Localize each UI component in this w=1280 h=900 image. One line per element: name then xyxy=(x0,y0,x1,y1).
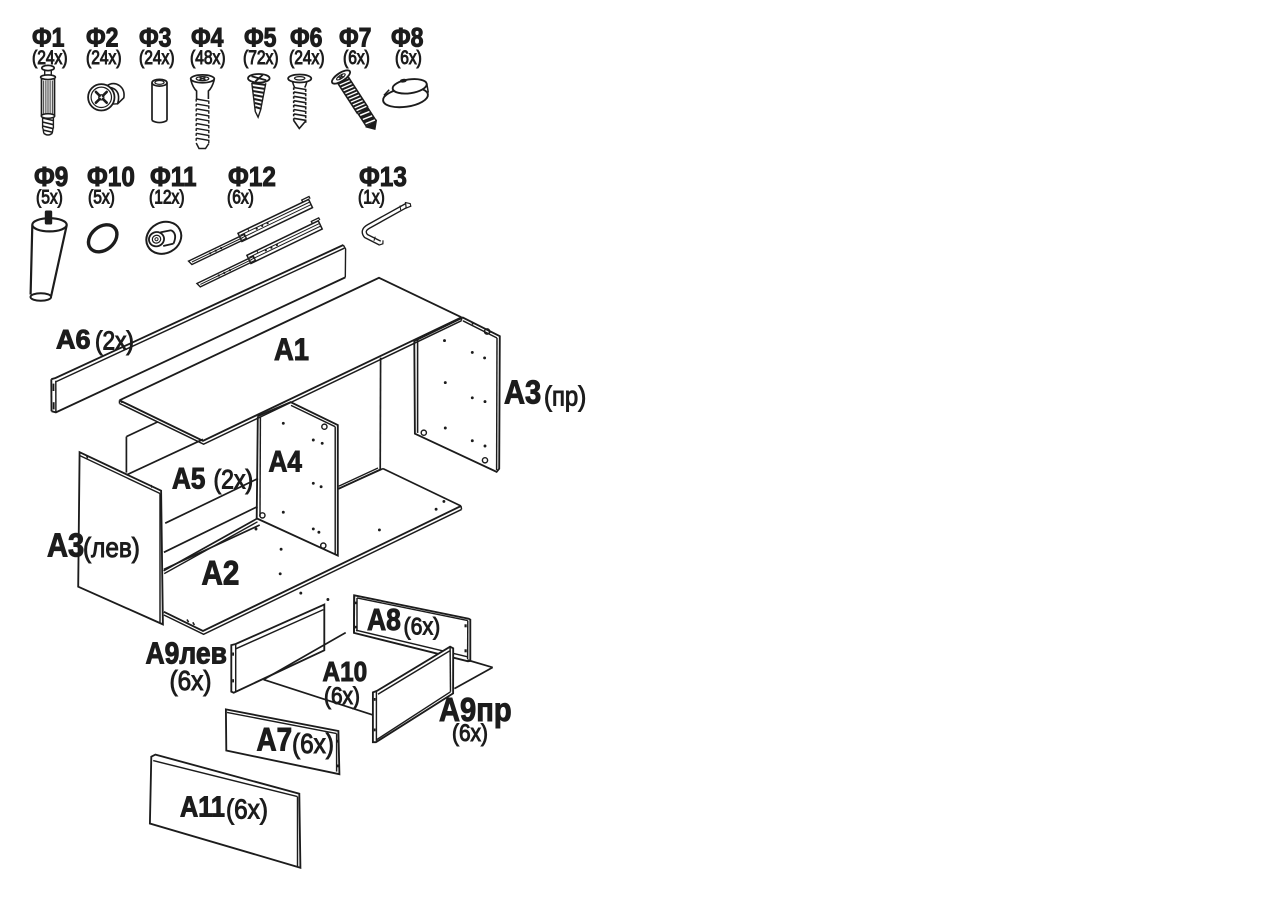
svg-text:(6x): (6x) xyxy=(226,793,268,825)
svg-text:A8: A8 xyxy=(367,604,401,638)
svg-text:Ф3: Ф3 xyxy=(139,24,171,53)
svg-text:(6x): (6x) xyxy=(170,664,212,696)
svg-text:(6x): (6x) xyxy=(343,46,370,68)
svg-text:A10: A10 xyxy=(323,655,368,687)
svg-text:Ф1: Ф1 xyxy=(32,24,65,53)
svg-text:Ф10: Ф10 xyxy=(87,160,135,192)
svg-text:(24x): (24x) xyxy=(86,46,122,68)
svg-text:Ф6: Ф6 xyxy=(290,24,322,53)
svg-text:A3: A3 xyxy=(504,374,541,411)
svg-text:(1x): (1x) xyxy=(358,186,385,208)
svg-text:A1: A1 xyxy=(274,332,309,367)
svg-text:(2x): (2x) xyxy=(95,327,134,356)
svg-text:А9лев: А9лев xyxy=(146,637,227,671)
svg-text:(6x): (6x) xyxy=(227,186,254,208)
svg-text:A3: A3 xyxy=(47,527,84,564)
svg-text:A11: A11 xyxy=(180,790,225,823)
svg-text:A4: A4 xyxy=(269,445,303,478)
svg-text:A5: A5 xyxy=(172,462,205,495)
svg-text:A2: A2 xyxy=(202,554,240,592)
svg-text:(6x): (6x) xyxy=(404,612,441,640)
svg-text:(6x): (6x) xyxy=(452,720,488,747)
svg-text:Ф8: Ф8 xyxy=(391,24,424,53)
svg-text:(6x): (6x) xyxy=(395,46,422,68)
svg-text:(6x): (6x) xyxy=(324,683,360,710)
svg-text:Ф9: Ф9 xyxy=(34,160,68,192)
svg-text:(24x): (24x) xyxy=(32,46,68,68)
svg-text:(пр): (пр) xyxy=(544,382,586,412)
svg-text:(6x): (6x) xyxy=(292,727,334,759)
svg-text:Ф2: Ф2 xyxy=(86,24,118,53)
svg-text:A7: A7 xyxy=(257,723,293,758)
svg-text:A6: A6 xyxy=(56,325,91,355)
svg-text:(5x): (5x) xyxy=(88,186,115,208)
svg-text:(12x): (12x) xyxy=(149,186,185,208)
svg-text:А9пр: А9пр xyxy=(439,691,512,728)
svg-text:Ф7: Ф7 xyxy=(339,24,371,53)
svg-text:(лев): (лев) xyxy=(83,532,140,564)
svg-text:Ф11: Ф11 xyxy=(150,160,197,192)
svg-text:(24x): (24x) xyxy=(289,46,325,68)
svg-text:(72x): (72x) xyxy=(243,46,279,68)
svg-text:Ф13: Ф13 xyxy=(359,160,407,192)
svg-text:(2x): (2x) xyxy=(214,466,254,495)
svg-text:Ф4: Ф4 xyxy=(191,24,224,53)
svg-text:(48x): (48x) xyxy=(190,46,226,68)
svg-text:Ф12: Ф12 xyxy=(228,160,276,192)
svg-text:(5x): (5x) xyxy=(36,186,63,208)
svg-text:(24x): (24x) xyxy=(139,46,175,68)
svg-text:Ф5: Ф5 xyxy=(244,24,277,53)
